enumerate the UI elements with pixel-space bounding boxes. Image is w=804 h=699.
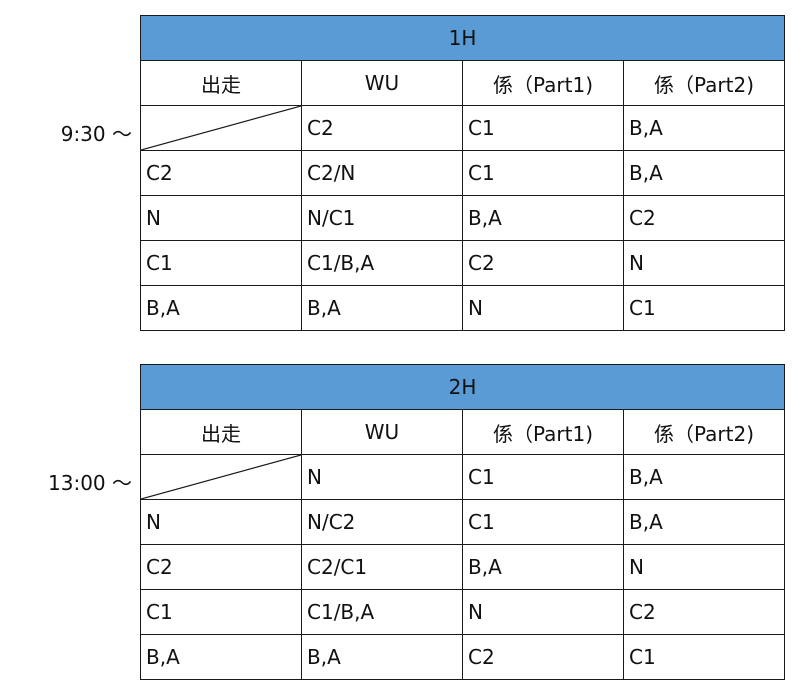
table-cell: N [462, 589, 624, 635]
table-row: C1 C1/B,A C2 N [140, 240, 786, 286]
table-cell: N [140, 195, 302, 241]
diagonal-line [141, 455, 301, 499]
table-cell: C1 [462, 105, 624, 151]
header-row: 出走 WU 係（Part1) 係（Part2) [140, 60, 786, 106]
column-header-wu: WU [301, 409, 463, 455]
table-cell: B,A [140, 285, 302, 331]
table-cell: N [301, 454, 463, 500]
table-cell: B,A [301, 285, 463, 331]
table-cell: B,A [301, 634, 463, 680]
table-row: B,A B,A C2 C1 [140, 634, 786, 680]
column-header-start: 出走 [140, 409, 302, 455]
table-cell: C2/C1 [301, 544, 463, 590]
table-cell: C1 [140, 589, 302, 635]
column-header-start: 出走 [140, 60, 302, 106]
table-cell: C1 [462, 499, 624, 545]
table-cell: N/C1 [301, 195, 463, 241]
table-cell: N [140, 499, 302, 545]
table-row: C1 C1/B,A N C2 [140, 589, 786, 635]
diagonal-line [141, 106, 301, 150]
empty-diagonal-cell [140, 105, 302, 151]
time-label-1h: 9:30 ～ [60, 122, 132, 146]
table-cell: C2 [622, 589, 786, 635]
table-cell: C1 [140, 240, 302, 286]
table-cell: N/C2 [301, 499, 463, 545]
table-row: N N/C1 B,A C2 [140, 195, 786, 241]
table-row: N C1 B,A [140, 454, 786, 500]
schedule-table-1h: 1H 出走 WU 係（Part1) 係（Part2) C2 C1 B,A C2 … [139, 15, 786, 331]
column-header-part2: 係（Part2) [622, 409, 786, 455]
table-row: C2 C1 B,A [140, 105, 786, 151]
table-cell: B,A [622, 105, 786, 151]
table-title-row: 2H [139, 364, 786, 410]
table-row: C2 C2/C1 B,A N [140, 544, 786, 590]
table-cell: C1/B,A [301, 240, 463, 286]
table-cell: B,A [622, 499, 786, 545]
table-title-row: 1H [139, 15, 786, 61]
table-cell: C2 [622, 195, 786, 241]
column-header-part1: 係（Part1) [462, 60, 624, 106]
column-header-part1: 係（Part1) [462, 409, 624, 455]
table-row: C2 C2/N C1 B,A [140, 150, 786, 196]
table-cell: C1 [462, 150, 624, 196]
table-cell: N [462, 285, 624, 331]
table-cell: C1/B,A [301, 589, 463, 635]
column-header-wu: WU [301, 60, 463, 106]
table-cell: B,A [140, 634, 302, 680]
table-title: 1H [139, 15, 786, 61]
table-cell: N [622, 544, 786, 590]
table-cell: N [622, 240, 786, 286]
column-header-part2: 係（Part2) [622, 60, 786, 106]
table-row: N N/C2 C1 B,A [140, 499, 786, 545]
table-cell: C1 [622, 634, 786, 680]
table-cell: C2 [462, 240, 624, 286]
table-cell: B,A [622, 454, 786, 500]
table-cell: C1 [622, 285, 786, 331]
table-cell: B,A [622, 150, 786, 196]
table-cell: C2 [140, 150, 302, 196]
schedule-table-2h: 2H 出走 WU 係（Part1) 係（Part2) N C1 B,A N N/… [139, 364, 786, 680]
table-title: 2H [139, 364, 786, 410]
table-cell: C2/N [301, 150, 463, 196]
table-cell: C2 [140, 544, 302, 590]
table-cell: C1 [462, 454, 624, 500]
empty-diagonal-cell [140, 454, 302, 500]
table-cell: C2 [301, 105, 463, 151]
table-cell: C2 [462, 634, 624, 680]
table-cell: B,A [462, 195, 624, 241]
table-cell: B,A [462, 544, 624, 590]
header-row: 出走 WU 係（Part1) 係（Part2) [140, 409, 786, 455]
table-row: B,A B,A N C1 [140, 285, 786, 331]
time-label-2h: 13:00 ～ [48, 471, 132, 495]
